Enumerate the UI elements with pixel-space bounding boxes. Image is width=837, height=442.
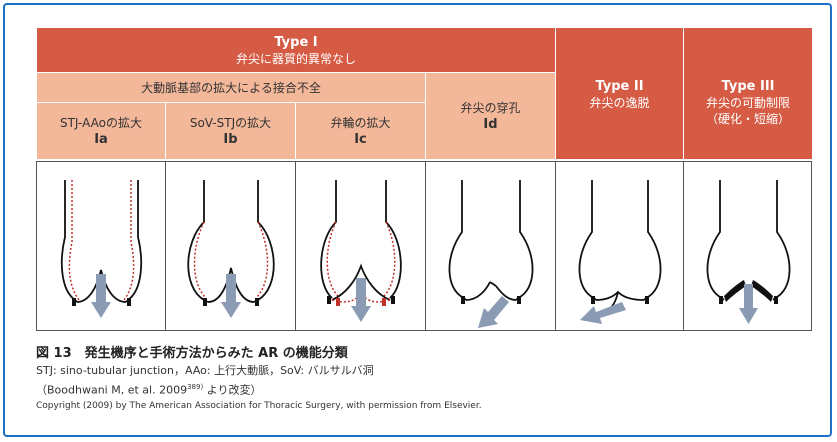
diagram-id bbox=[426, 162, 556, 330]
type1-sub-label: 大動脈基部の拡大による接合不全 bbox=[37, 80, 425, 96]
valve-diagrams bbox=[36, 161, 812, 331]
subtype-ib-code: Ib bbox=[166, 131, 295, 148]
subtype-ib: SoV-STJの拡大 Ib bbox=[166, 103, 296, 160]
diagram-type3 bbox=[684, 162, 813, 330]
type2-subtitle: 弁尖の逸脱 bbox=[556, 95, 683, 111]
diagram-ia bbox=[37, 162, 166, 330]
type1-header: Type I 弁尖に器質的異常なし bbox=[37, 28, 556, 73]
subtype-ia-code: Ia bbox=[37, 131, 165, 148]
caption-source-pre: （Boodhwani M, et al. 2009 bbox=[36, 384, 187, 397]
subtype-ib-label: SoV-STJの拡大 bbox=[166, 115, 295, 131]
type2-title: Type II bbox=[556, 78, 683, 95]
type2-header: Type II 弁尖の逸脱 bbox=[556, 28, 684, 160]
caption-source: （Boodhwani M, et al. 2009389) より改変） bbox=[36, 379, 816, 399]
caption-source-post: より改変） bbox=[203, 384, 261, 397]
type3-subtitle: 弁尖の可動制限 bbox=[684, 95, 812, 111]
type1-subheader: 大動脈基部の拡大による接合不全 bbox=[37, 73, 426, 103]
diagram-ib bbox=[166, 162, 296, 330]
diagram-ic bbox=[296, 162, 426, 330]
type3-title: Type III bbox=[684, 78, 812, 95]
caption-title: 図 13 発生機序と手術方法からみた AR の機能分類 bbox=[36, 345, 816, 363]
diagram-type2 bbox=[556, 162, 684, 330]
type1-subtitle: 弁尖に器質的異常なし bbox=[37, 51, 555, 67]
subtype-id: 弁尖の穿孔 Id bbox=[426, 73, 556, 160]
subtype-ia: STJ-AAoの拡大 Ia bbox=[37, 103, 166, 160]
subtype-id-label: 弁尖の穿孔 bbox=[426, 100, 555, 116]
figure-caption: 図 13 発生機序と手術方法からみた AR の機能分類 STJ: sino-tu… bbox=[36, 345, 816, 413]
subtype-ic: 弁輪の拡大 Ic bbox=[296, 103, 426, 160]
type3-header: Type III 弁尖の可動制限 （硬化・短縮） bbox=[684, 28, 813, 160]
caption-abbreviations: STJ: sino-tubular junction，AAo: 上行大動脈，So… bbox=[36, 363, 816, 379]
subtype-ic-code: Ic bbox=[296, 131, 425, 148]
subtype-ia-label: STJ-AAoの拡大 bbox=[37, 115, 165, 131]
subtype-ic-label: 弁輪の拡大 bbox=[296, 115, 425, 131]
type1-title: Type I bbox=[37, 34, 555, 51]
caption-copyright: Copyright (2009) by The American Associa… bbox=[36, 399, 816, 413]
caption-source-ref: 389) bbox=[187, 383, 203, 391]
classification-header: Type I 弁尖に器質的異常なし Type II 弁尖の逸脱 Type III… bbox=[36, 27, 813, 160]
subtype-id-code: Id bbox=[426, 116, 555, 133]
type3-subtitle2: （硬化・短縮） bbox=[684, 111, 812, 127]
